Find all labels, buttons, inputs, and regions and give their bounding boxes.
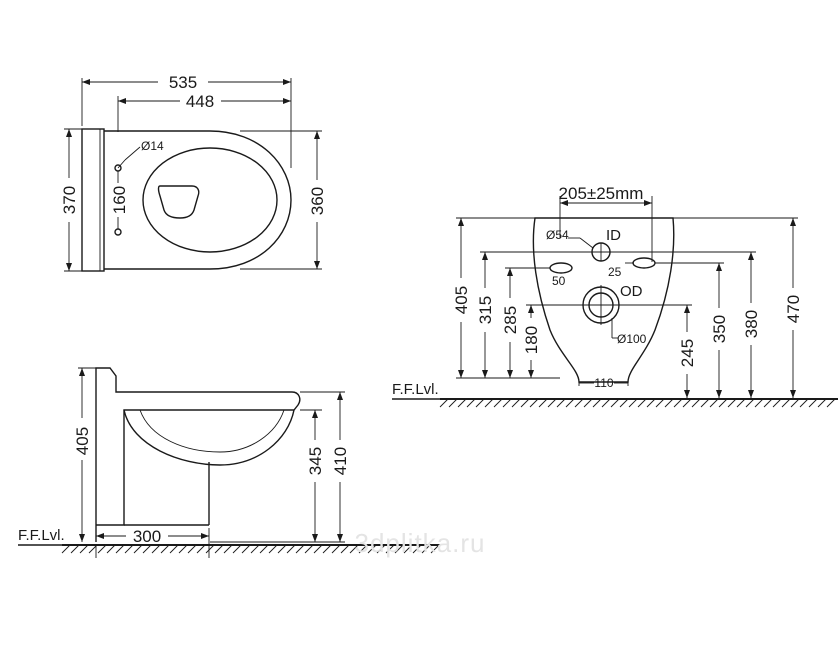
dim-rear-285: 285 [501,306,520,334]
dim-side-rim: 345 [306,447,325,475]
dim-rear-180: 180 [522,326,541,354]
floor-label-rear: F.F.Lvl. [392,381,439,398]
side-view: 405 410 345 300 F.F.Lvl. [18,367,440,558]
dim-outlet-dia: Ø100 [617,332,647,346]
dim-rear-315: 315 [476,296,495,324]
dim-rear-245: 245 [678,339,697,367]
rear-view: 205±25mm ID Ø54 50 25 OD Ø100 110 [392,184,838,408]
dim-foot-width: 110 [594,376,613,390]
dim-side-top: 410 [331,447,350,475]
dim-rear-470: 470 [784,295,803,323]
dim-inlet-dia: Ø54 [546,228,569,242]
watermark: 3dplitka.ru [355,528,486,558]
top-view: 535 448 370 360 [60,73,327,272]
dim-side-base: 300 [133,527,161,546]
floor-label-side: F.F.Lvl. [18,527,65,544]
dim-side-hole-right: 25 [608,265,622,279]
floor-hatch-side [61,544,440,554]
dim-rear-380: 380 [742,310,761,338]
floor-hatch-rear [439,398,836,408]
dim-hole-spacing: 160 [110,186,129,214]
dim-rear-350: 350 [710,315,729,343]
dim-depth-total: 370 [60,186,79,214]
side-hole-left [549,262,573,274]
fixing-hole-bottom [114,228,122,236]
inlet-id-label: ID [606,227,621,244]
dim-hole-dia: Ø14 [141,139,164,153]
dim-rear-spacing: 205±25mm [559,184,644,203]
outlet-od-label: OD [620,283,643,300]
dim-side-hole-left: 50 [552,274,566,288]
dim-side-height: 405 [73,427,92,455]
dim-width-bowl: 448 [186,92,214,111]
dim-depth-bowl: 360 [308,187,327,215]
side-hole-right [632,257,656,269]
dim-rear-405: 405 [452,286,471,314]
dim-width-total: 535 [169,73,197,92]
